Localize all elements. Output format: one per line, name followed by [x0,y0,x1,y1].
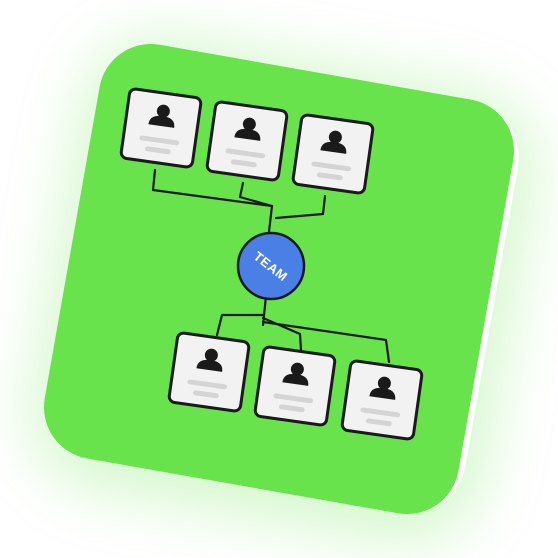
placeholder-line [192,390,219,399]
connector-lines-top [151,168,327,242]
connector-lines-bottom [215,294,391,364]
placeholder-line [230,159,257,168]
placeholder-line [311,161,352,172]
placeholder-line [273,393,314,404]
member-card-bottom-2 [253,345,337,427]
placeholder-line [144,146,171,155]
member-card-bottom-1 [167,331,251,413]
member-card-top-2 [205,100,289,182]
member-card-top-3 [291,113,375,195]
team-hub: TEAM [236,231,306,301]
placeholder-line [225,148,266,159]
placeholder-line [360,407,401,418]
placeholder-line [187,379,228,390]
placeholder-line [278,404,305,413]
member-card-top-1 [119,87,203,169]
member-card-bottom-3 [340,359,424,441]
placeholder-line [316,172,343,181]
placeholder-line [139,135,180,146]
placeholder-line [365,418,392,427]
